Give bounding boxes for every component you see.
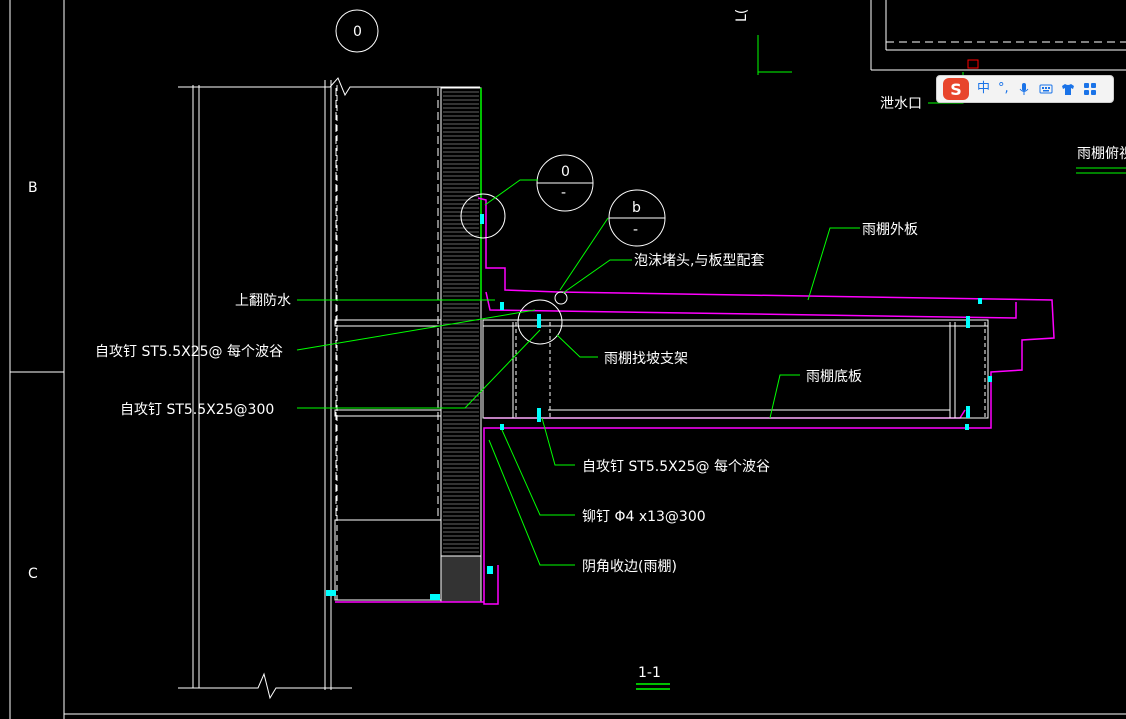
label-canopy-bracket: 雨棚找坡支架 <box>604 351 688 367</box>
label-drain: 泄水口 <box>880 96 922 112</box>
label-screw-300: 自攻钉 ST5.5X25@300 <box>120 402 274 418</box>
insulation-hatch <box>443 91 479 553</box>
detail-bubble-a-ring <box>460 193 506 239</box>
microphone-icon[interactable] <box>1017 82 1031 96</box>
top-view-frame <box>870 0 1126 71</box>
corner-label: L( <box>734 9 750 22</box>
detail-bubble-a-sub: - <box>561 185 566 201</box>
wall-section <box>178 77 480 700</box>
grid-axis-c-label: C <box>28 566 38 582</box>
ime-punct-toggle[interactable]: °, <box>998 81 1009 96</box>
drain-marker <box>967 59 979 69</box>
section-title: 1-1 <box>638 665 661 681</box>
insulation-panel <box>440 87 482 559</box>
label-screw-each-valley-1: 自攻钉 ST5.5X25@ 每个波谷 <box>95 344 283 360</box>
axis-bubble-top <box>335 9 379 53</box>
label-canopy-bottom: 雨棚底板 <box>806 369 862 385</box>
toolbox-grid-icon[interactable] <box>1083 82 1097 96</box>
label-rivet: 铆钉 Φ4 x13@300 <box>582 509 706 525</box>
label-inner-corner: 阴角收边(雨棚) <box>582 559 677 575</box>
fasteners <box>326 214 992 600</box>
label-screw-each-valley-2: 自攻钉 ST5.5X25@ 每个波谷 <box>582 459 770 475</box>
canopy-bracket <box>482 319 989 419</box>
ime-toolbar[interactable]: S 中 °, <box>936 75 1114 103</box>
label-canopy-top-view: 雨棚俯视 <box>1077 146 1126 162</box>
ime-logo-icon[interactable]: S <box>943 78 969 100</box>
detail-bubble-b-text: b <box>632 200 641 216</box>
base-block <box>440 555 482 603</box>
foam-plug-marker <box>554 291 568 305</box>
keyboard-icon[interactable] <box>1039 82 1053 96</box>
ime-lang-toggle[interactable]: 中 <box>977 81 991 96</box>
skin-shirt-icon[interactable] <box>1061 82 1075 96</box>
label-upper-flash: 上翻防水 <box>235 293 291 309</box>
detail-ring-bracket <box>517 299 563 345</box>
leader-lines <box>296 35 1126 566</box>
axis-bubble-top-text: 0 <box>353 24 362 40</box>
detail-bubble-b-sub: - <box>633 222 638 238</box>
grid-axis-b-label: B <box>28 180 38 196</box>
grid-axis-panel <box>9 0 1126 719</box>
label-foam-plug: 泡沫堵头,与板型配套 <box>634 253 764 269</box>
label-canopy-outer: 雨棚外板 <box>862 222 918 238</box>
detail-bubble-a-text: 0 <box>561 164 570 180</box>
